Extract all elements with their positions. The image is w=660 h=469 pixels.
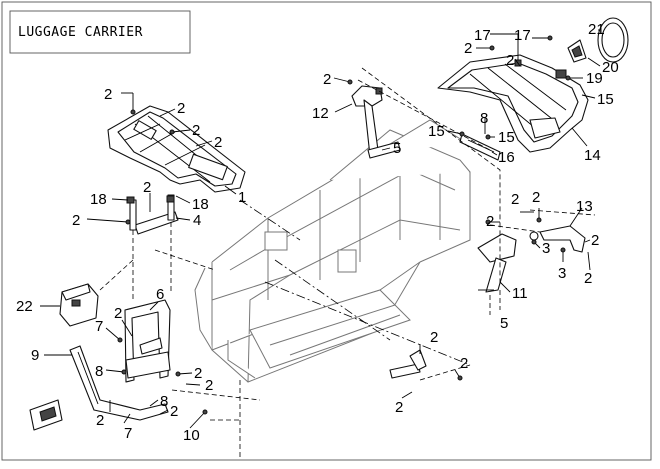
- rear-bumper-bracket: [389, 349, 427, 379]
- callout: 17: [514, 27, 531, 44]
- callout: 15: [498, 129, 515, 146]
- callout: 3: [542, 240, 550, 257]
- callout: 2: [532, 189, 540, 206]
- callout: 2: [72, 212, 80, 229]
- callout: 2: [205, 377, 213, 394]
- callout: 2: [430, 329, 438, 346]
- callout: 15: [597, 91, 614, 108]
- callout: 2: [177, 100, 185, 117]
- callout: 21: [588, 21, 605, 38]
- rear-luggage-carrier: [437, 54, 589, 153]
- reflector: [597, 17, 629, 63]
- front-bumper: [69, 345, 169, 421]
- callout: 2: [104, 86, 112, 103]
- outer-frame: [1, 1, 652, 461]
- callout: 5: [393, 140, 401, 157]
- callout: 8: [160, 393, 168, 410]
- callout: 2: [464, 40, 472, 57]
- callout: 3: [558, 265, 566, 282]
- callout: 18: [192, 196, 209, 213]
- callout: 2: [460, 355, 468, 372]
- callout: 2: [323, 71, 331, 88]
- callout: 20: [602, 59, 619, 76]
- front-direction-arrow-icon: [29, 399, 63, 431]
- callout: 16: [498, 149, 515, 166]
- reflector-bracket: [567, 39, 587, 63]
- front-luggage-carrier: [107, 105, 246, 193]
- callout: 19: [586, 70, 603, 87]
- callout: 5: [500, 315, 508, 332]
- callout: 2: [591, 232, 599, 249]
- rear-crossbar: [459, 133, 501, 161]
- fasteners: [117, 35, 571, 415]
- rear-upright-right: [477, 233, 517, 293]
- callout: 2: [584, 270, 592, 287]
- callout: 1: [238, 189, 246, 206]
- callout: 2: [486, 213, 494, 230]
- callout: 2: [192, 122, 200, 139]
- front-bracket: [126, 194, 179, 235]
- callout: 2: [511, 191, 519, 208]
- callout: 11: [512, 285, 528, 302]
- title-box: [9, 10, 191, 54]
- callout: 2: [194, 365, 202, 382]
- callout: 18: [90, 191, 107, 208]
- assembly-lines: [99, 67, 596, 460]
- callout: 2: [506, 52, 514, 69]
- callout: 14: [584, 147, 601, 164]
- chassis-frame: [194, 119, 471, 383]
- callout: 13: [576, 198, 593, 215]
- callout: 9: [31, 347, 39, 364]
- rear-upright-left: [351, 85, 401, 159]
- callout: 7: [124, 425, 132, 442]
- callout: 8: [95, 363, 103, 380]
- callout: 2: [214, 134, 222, 151]
- callout: 2: [395, 399, 403, 416]
- callout: 12: [312, 105, 329, 122]
- callout: 2: [143, 179, 151, 196]
- callout: 6: [156, 286, 164, 303]
- callout: 7: [95, 318, 103, 335]
- callout: 4: [193, 212, 201, 229]
- callout: 2: [96, 412, 104, 429]
- callout: 15: [428, 123, 445, 140]
- callout: 2: [114, 305, 122, 322]
- diagram-title: LUGGAGE CARRIER: [18, 25, 143, 40]
- callout: 17: [474, 27, 491, 44]
- rear-arm: [529, 225, 586, 253]
- callout: 8: [480, 110, 488, 127]
- callout: 22: [16, 298, 33, 315]
- front-bumper-bracket: [124, 299, 171, 383]
- callout: 10: [183, 427, 200, 444]
- callout-labels: 2 2 2 2 1 18 18 2 2 4 2 12 5 15 8 15 16 …: [16, 21, 619, 444]
- storage-box: [59, 283, 99, 327]
- callout: 2: [170, 403, 178, 420]
